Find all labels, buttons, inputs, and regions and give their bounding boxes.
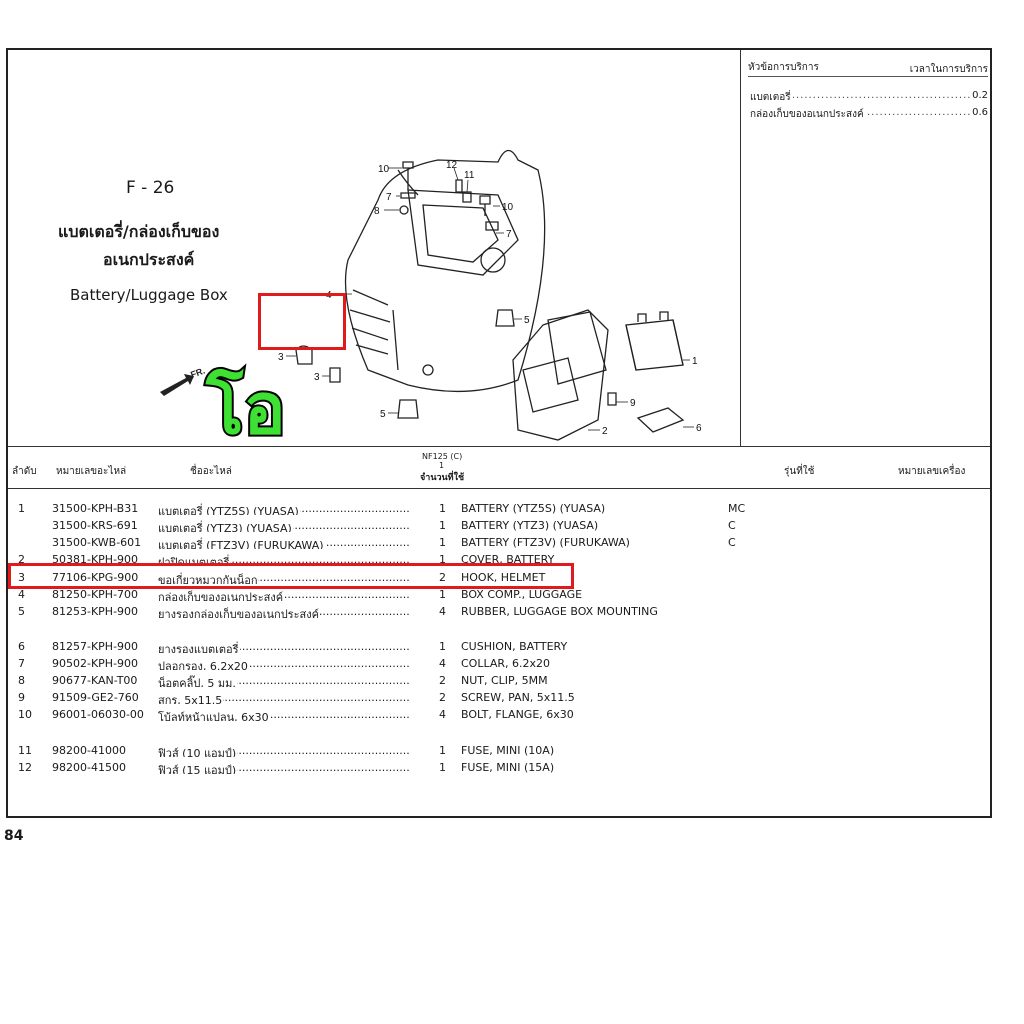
front-arrow-icon	[160, 374, 194, 396]
callout-10-top: 10	[378, 164, 390, 175]
callout-12: 12	[446, 160, 458, 171]
service-box-header: หัวข้อการบริการ เวลาในการบริการ	[748, 58, 988, 80]
overlay-seller-mark: โอ	[204, 368, 288, 450]
callout-1: 1	[692, 356, 698, 367]
callout-10-right: 10	[502, 202, 514, 213]
service-topic-heading: หัวข้อการบริการ	[748, 62, 819, 73]
col-part-no: หมายเลขอะไหล่	[56, 466, 127, 477]
header-divider	[8, 446, 990, 447]
service-row-value: 0.2	[970, 90, 988, 101]
callout-2: 2	[602, 426, 608, 437]
callout-3-upper: 3	[278, 352, 284, 363]
figure-title-thai-line2: อเนกประสงค์	[103, 250, 195, 269]
callout-5-top: 5	[524, 315, 530, 326]
page-number: 84	[4, 828, 24, 844]
col-model-sub: 1	[439, 461, 445, 470]
luggage-box-outline	[344, 149, 546, 393]
figure-title-thai-line1: แบตเตอรี่/กล่องเก็บของ	[58, 222, 220, 241]
battery-cushion-outline	[636, 407, 685, 433]
col-part-name: ชื่ออะไหล่	[190, 466, 232, 477]
col-engine-no: หมายเลขเครื่อง	[898, 466, 966, 477]
callout-7-left: 7	[386, 192, 392, 203]
callout-5-bottom: 5	[380, 409, 386, 420]
col-model: NF125 (C)	[422, 452, 463, 461]
exploded-parts-diagram: FR. 10 7 8 12 11 10	[160, 149, 702, 441]
diagram-hook-highlight	[258, 293, 346, 350]
col-used-model: รุ่นที่ใช้	[784, 466, 815, 477]
callout-9: 9	[630, 398, 636, 409]
figure-code: F - 26	[126, 178, 175, 198]
col-qty: จำนวนที่ใช้	[420, 473, 465, 483]
parts-catalog-sheet: หัวข้อการบริการ เวลาในการบริการ ........…	[6, 48, 992, 818]
figure-title-english: Battery/Luggage Box	[70, 286, 228, 304]
service-time-heading: เวลาในการบริการ	[909, 64, 988, 75]
service-row-name: กล่องเก็บของอเนกประสงค์	[750, 109, 866, 120]
service-box-divider	[740, 50, 741, 446]
callout-11: 11	[464, 170, 475, 181]
table-row: 481250-KPH-700กล่องเก็บของอเนกประสงค์...…	[8, 588, 988, 605]
callout-3-lower: 3	[314, 372, 320, 383]
service-header-underline	[748, 76, 988, 77]
service-row-battery: ........................................…	[750, 90, 988, 103]
service-row-value: 0.6	[970, 107, 988, 118]
callout-6: 6	[696, 423, 702, 434]
col-seq: ลำดับ	[12, 466, 37, 477]
front-arrow-label: FR.	[189, 366, 206, 380]
table-head-divider	[8, 488, 990, 489]
service-row-name: แบตเตอรี่	[750, 92, 793, 103]
helmet-hook-2	[329, 367, 341, 383]
battery-cover-outline	[512, 309, 609, 441]
row-hook-highlight	[8, 563, 574, 589]
callout-7-right: 7	[506, 229, 512, 240]
service-row-luggage: ........................................…	[750, 107, 988, 120]
callout-8: 8	[374, 206, 380, 217]
